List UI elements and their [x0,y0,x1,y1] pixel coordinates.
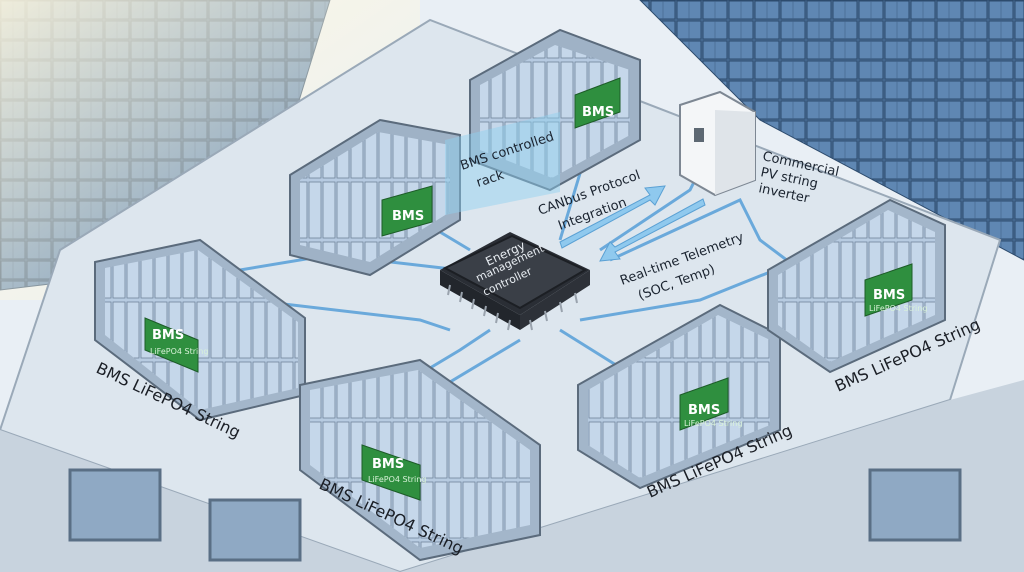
bms-rack-back: BMS [469,28,641,192]
bms-sublabel: LiFePO4 String [150,347,208,356]
bms-sublabel: LiFePO4 String [368,475,426,484]
bms-module-rack-front: BMS [381,185,433,237]
bms-module-rack-back: BMS [574,77,621,129]
bms-sublabel: LiFePO4 String [869,304,927,313]
bms-label: BMS [392,209,424,224]
battery-string-center: BMS LiFePO4 String BMS LiFePO4 String [299,358,541,562]
energy-management-controller: Energy management controller [440,232,590,331]
bms-sublabel: LiFePO4 String [684,419,742,428]
battery-string-left: BMS LiFePO4 String BMS LiFePO4 String [93,238,306,442]
bms-label: BMS [688,403,720,418]
bms-label: BMS [582,105,614,120]
bms-label: BMS [152,328,184,343]
solar-array-right [639,0,1024,261]
bms-rack-front: BMS [289,118,461,277]
rack-callout: BMS controlled rack [445,112,560,215]
bms-label: BMS [372,457,404,472]
bms-label: BMS [873,288,905,303]
